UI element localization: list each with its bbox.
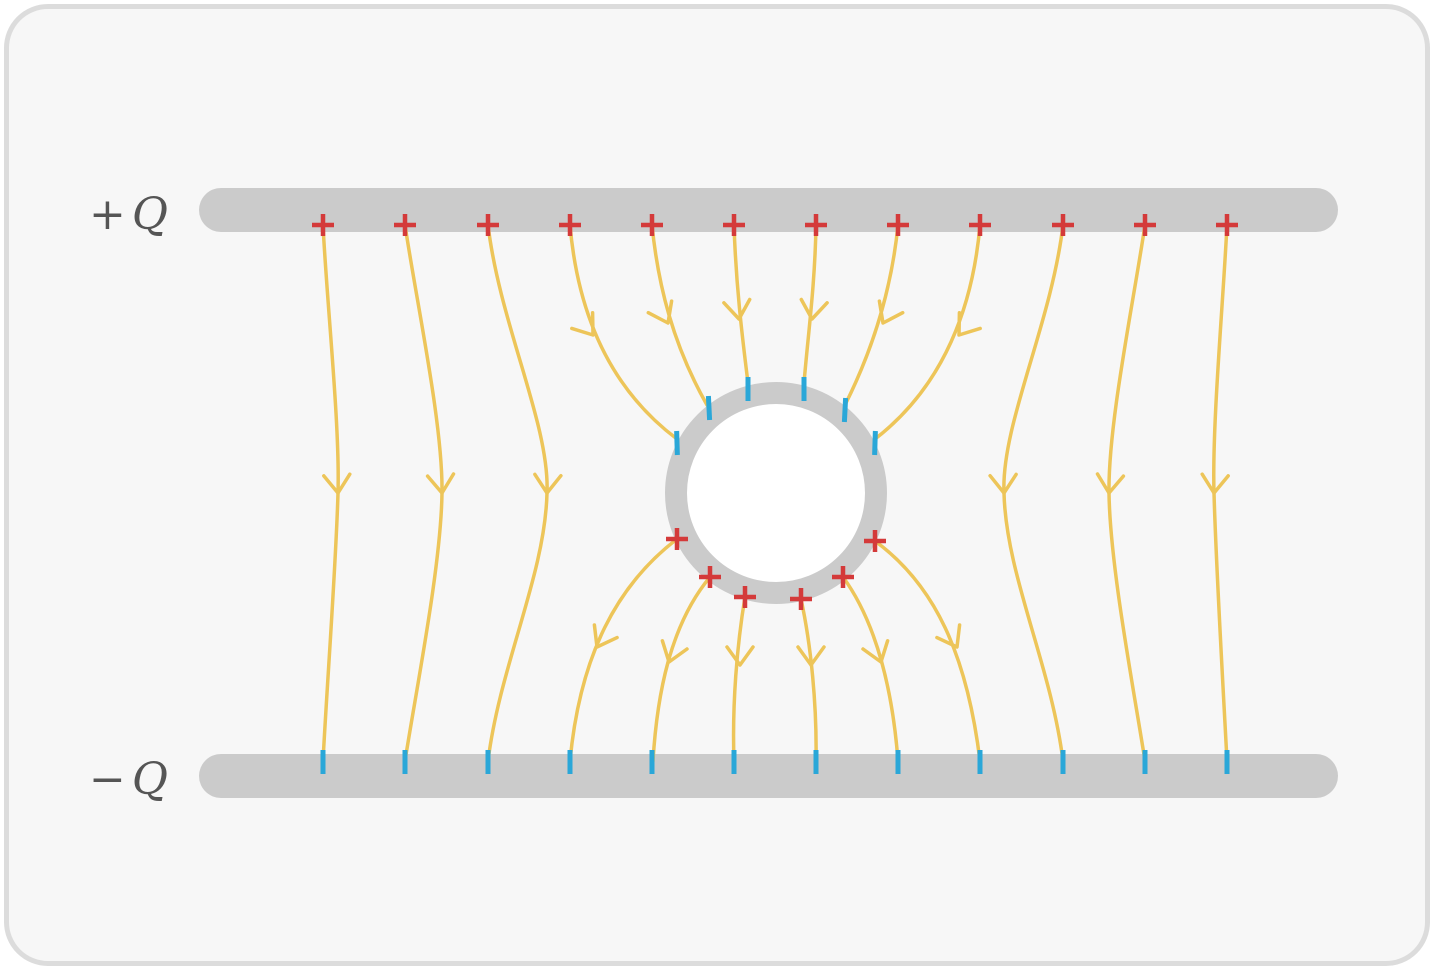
top-plate-positive-charge <box>394 214 416 236</box>
field-arrowhead <box>1095 472 1126 495</box>
field-line <box>802 223 818 385</box>
top-plate-label: +Q <box>89 193 168 237</box>
field-arrowhead <box>957 311 982 337</box>
top-plate-positive-charge <box>805 214 827 236</box>
field-arrowhead <box>877 299 905 325</box>
field-arrowhead <box>646 299 674 325</box>
conductor-induced-negative-charge <box>705 395 713 421</box>
field-line <box>841 575 900 763</box>
field-arrowhead <box>722 297 752 321</box>
field-arrowhead <box>725 645 755 667</box>
charges <box>312 214 1238 774</box>
top-plate-sign: + <box>89 189 126 240</box>
field-line <box>731 595 747 763</box>
field-line <box>650 223 709 407</box>
top-plate-positive-charge <box>641 214 663 236</box>
capacitor-field-diagram <box>199 188 1338 798</box>
field-line <box>568 537 679 763</box>
diagram-frame: +Q −Q <box>4 4 1430 966</box>
conductor-induced-negative-charge <box>674 430 680 456</box>
conductor-induced-positive-charge <box>832 566 854 588</box>
field-lines <box>321 223 1230 763</box>
top-plate-positive-charge <box>723 214 745 236</box>
field-arrowhead <box>796 645 826 667</box>
field-arrowhead <box>533 472 563 495</box>
top-plate-positive-charge <box>1216 214 1238 236</box>
field-line <box>1107 223 1147 763</box>
plates <box>199 188 1338 798</box>
field-line <box>799 597 818 763</box>
conductor-induced-positive-charge <box>666 528 688 550</box>
spherical-conductor <box>665 382 887 604</box>
field-line <box>568 223 679 441</box>
top-plate-positive-charge <box>887 214 909 236</box>
field-arrowhead <box>988 472 1018 495</box>
top-plate-positive-charge <box>477 214 499 236</box>
top-plate-positive-charge <box>1134 214 1156 236</box>
field-line <box>843 223 900 407</box>
conductor-induced-negative-charge <box>872 430 878 456</box>
bottom-plate-symbol: Q <box>131 754 168 805</box>
top-plate-positive-charge <box>312 214 334 236</box>
field-arrowhead <box>660 639 689 664</box>
conductor-induced-positive-charge <box>699 566 721 588</box>
field-arrowhead <box>570 311 595 337</box>
top-plate-symbol: Q <box>131 189 168 240</box>
field-line <box>1002 223 1065 763</box>
field-arrowhead <box>425 472 456 495</box>
top-plate-positive-charge <box>1052 214 1074 236</box>
field-line <box>486 223 549 763</box>
field-arrowhead <box>592 623 619 649</box>
field-line <box>651 575 712 763</box>
field-arrowhead <box>322 472 352 495</box>
conductor-ring <box>665 382 887 604</box>
field-line <box>403 223 444 763</box>
field-arrowhead <box>799 297 829 321</box>
bottom-plate-sign: − <box>89 754 126 805</box>
field-arrowhead <box>861 639 890 664</box>
conductor-induced-negative-charge <box>841 397 849 423</box>
field-line <box>873 539 982 763</box>
field-line <box>732 223 750 385</box>
field-line <box>873 223 982 441</box>
conductor-induced-positive-charge <box>734 586 756 608</box>
conductor-induced-positive-charge <box>864 530 886 552</box>
field-arrowhead <box>935 623 962 649</box>
top-plate-positive-charge <box>969 214 991 236</box>
top-plate-positive-charge <box>559 214 581 236</box>
field-arrowhead <box>1200 472 1230 495</box>
conductor-induced-positive-charge <box>790 588 812 610</box>
bottom-plate-label: −Q <box>89 758 168 802</box>
